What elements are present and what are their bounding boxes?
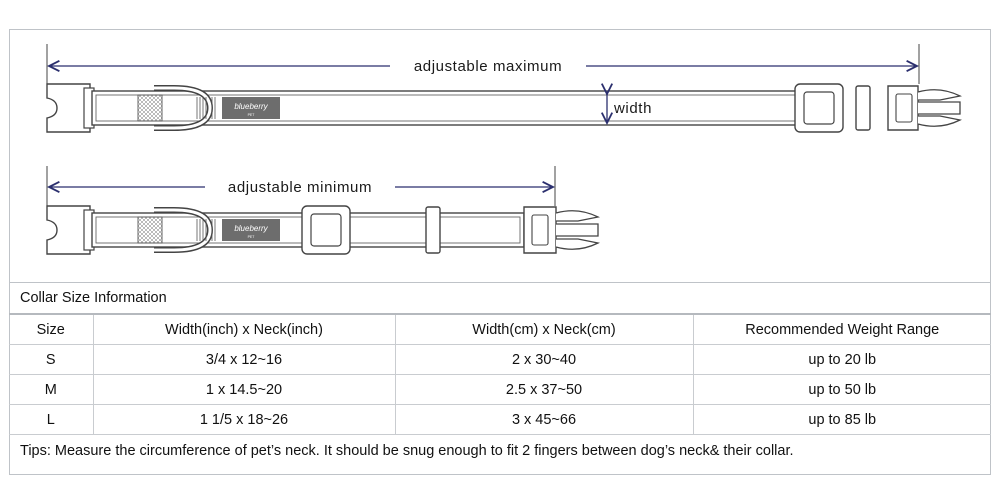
header-size: Size (9, 313, 94, 345)
table-header-row: Size Width(inch) x Neck(inch) Width(cm) … (9, 313, 991, 345)
table-row: M 1 x 14.5~20 2.5 x 37~50 up to 50 lb (9, 374, 991, 405)
header-width-neck-inch: Width(inch) x Neck(inch) (92, 313, 396, 345)
max-brand-name: blueberry (234, 102, 268, 111)
max-buckle-female (46, 83, 91, 133)
cell-cm: 2 x 30~40 (394, 344, 694, 375)
min-brand-sub: PET (248, 235, 256, 239)
cell-cm: 3 x 45~66 (394, 404, 694, 435)
min-brand-name: blueberry (234, 224, 268, 233)
cell-cm: 2.5 x 37~50 (394, 374, 694, 405)
cell-size: S (9, 344, 94, 375)
max-strap (91, 90, 801, 126)
table-title: Collar Size Information (9, 282, 991, 313)
max-brand-tag (222, 97, 280, 119)
cell-inch: 3/4 x 12~16 (92, 344, 396, 375)
cell-weight: up to 85 lb (692, 404, 991, 435)
collar-min: adjustable minimum blueberry PET (46, 166, 600, 255)
table-row: S 3/4 x 12~16 2 x 30~40 up to 20 lb (9, 344, 991, 375)
size-info-section: Collar Size Information Size Width(inch)… (9, 282, 991, 468)
min-buckle-female (46, 205, 91, 255)
max-brand-sub: PET (248, 113, 256, 117)
table-row: L 1 1/5 x 18~26 3 x 45~66 up to 85 lb (9, 404, 991, 435)
min-label: adjustable minimum (228, 179, 372, 196)
cell-size: L (9, 404, 94, 435)
cell-inch: 1 x 14.5~20 (92, 374, 396, 405)
max-label: adjustable maximum (414, 58, 562, 75)
min-keeper (425, 206, 441, 254)
size-table: Size Width(inch) x Neck(inch) Width(cm) … (9, 313, 991, 435)
tips-text: Tips: Measure the circumference of pet’s… (20, 443, 794, 459)
width-label: width (613, 100, 652, 117)
header-width-neck-cm: Width(cm) x Neck(cm) (394, 313, 694, 345)
header-weight-range: Recommended Weight Range (692, 313, 991, 345)
cell-weight: up to 20 lb (692, 344, 991, 375)
collar-max: adjustable maximum blueberry PET width (46, 44, 962, 133)
max-keeper (855, 85, 871, 131)
min-brand-tag (222, 219, 280, 241)
min-stitch-box (137, 216, 163, 244)
collar-diagram: adjustable maximum blueberry PET width (46, 44, 962, 255)
cell-inch: 1 1/5 x 18~26 (92, 404, 396, 435)
max-stitch-box (137, 94, 163, 122)
cell-weight: up to 50 lb (692, 374, 991, 405)
cell-size: M (9, 374, 94, 405)
